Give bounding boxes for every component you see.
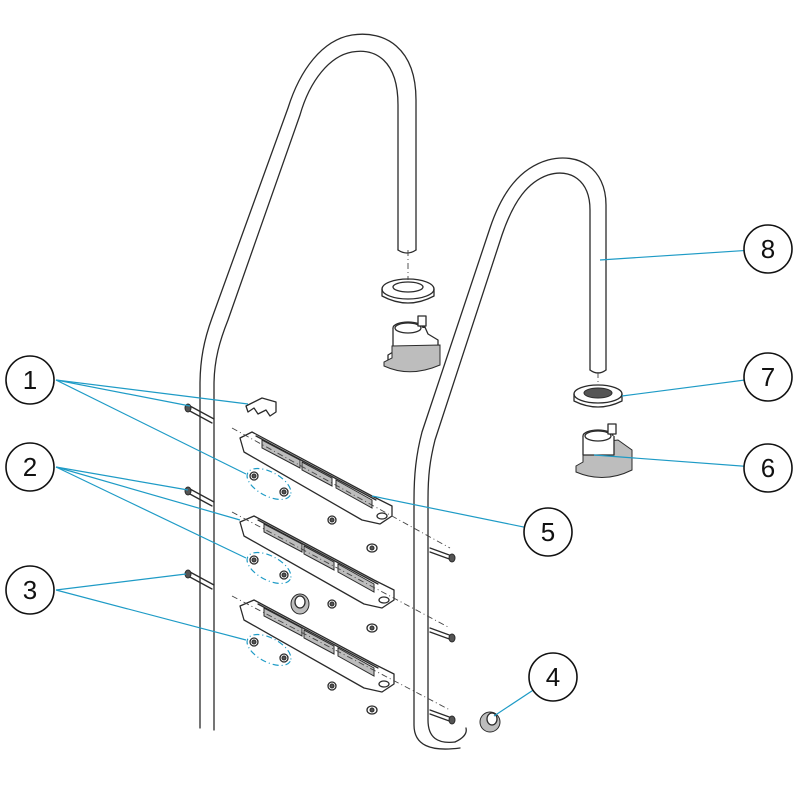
seal-ring-left — [381, 278, 435, 304]
svg-text:6: 6 — [761, 453, 775, 483]
bolt-right-2 — [429, 627, 456, 643]
svg-text:3: 3 — [23, 575, 37, 605]
svg-text:4: 4 — [546, 662, 560, 692]
bolts-left — [184, 403, 215, 590]
leader-2b — [55, 466, 241, 521]
leader-1c — [55, 379, 247, 475]
callout-1: 1 — [5, 355, 55, 405]
highlight-step-3 — [246, 633, 292, 667]
leader-6 — [593, 454, 769, 469]
anchor-right — [575, 423, 633, 478]
callout-3: 3 — [5, 565, 55, 615]
leader-2c — [55, 466, 247, 559]
right-handrail — [413, 157, 607, 750]
leader-1a — [55, 379, 191, 407]
callout-2: 2 — [5, 442, 55, 492]
callout-4: 4 — [528, 652, 578, 702]
seal-ring-right — [573, 384, 623, 408]
leader-3b — [55, 589, 247, 641]
rail-plug-right — [479, 711, 501, 733]
left-handrail — [199, 33, 417, 731]
rail-bracket — [245, 397, 277, 417]
callout-5: 5 — [523, 507, 573, 557]
bolt-right-3 — [429, 709, 456, 725]
rail-plug-left — [290, 593, 310, 615]
step-tread-1 — [239, 431, 393, 525]
leader-5 — [371, 495, 549, 533]
leader-lines — [55, 248, 769, 717]
bolt-left-2 — [184, 486, 215, 507]
callout-6: 6 — [743, 443, 793, 493]
bolt-right-1 — [429, 547, 456, 563]
anchor-left — [383, 315, 441, 373]
highlight-step-2 — [246, 551, 292, 585]
bolts-right — [429, 547, 456, 725]
highlight-step-1 — [246, 467, 292, 501]
svg-text:8: 8 — [761, 234, 775, 264]
leader-8 — [599, 248, 769, 261]
callouts: 1 2 3 4 5 6 7 8 — [5, 224, 793, 702]
svg-text:5: 5 — [541, 517, 555, 547]
svg-text:7: 7 — [761, 362, 775, 392]
assembly-lines — [231, 250, 599, 711]
bolt-left-3 — [184, 569, 215, 590]
nut-group-highlights — [246, 467, 292, 667]
step-tread-2 — [239, 515, 395, 609]
leader-1b — [55, 379, 249, 405]
callout-7: 7 — [743, 352, 793, 402]
svg-text:2: 2 — [23, 452, 37, 482]
nuts — [249, 471, 378, 715]
svg-text:1: 1 — [23, 365, 37, 395]
leader-2a — [55, 466, 189, 491]
callout-8: 8 — [743, 224, 793, 274]
leader-3a — [55, 573, 187, 591]
step-tread-3 — [239, 599, 395, 693]
